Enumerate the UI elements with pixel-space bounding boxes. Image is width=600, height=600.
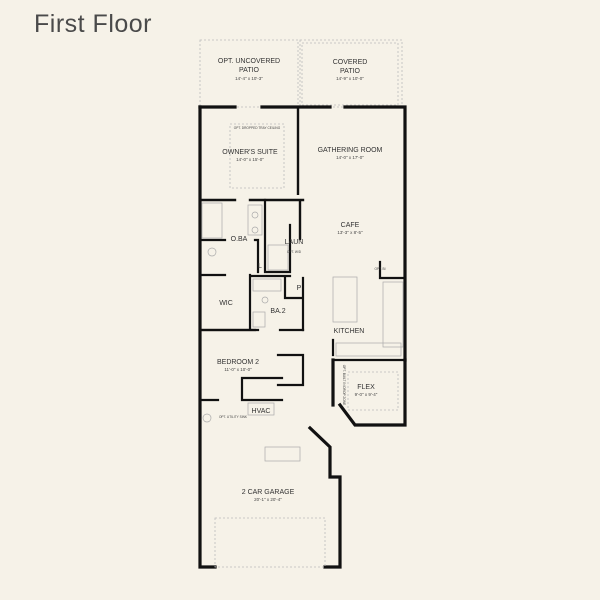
room-flex: FLEX 9'-0" x 9'-4" OPT. BUILT IN DROP ZO… — [342, 365, 378, 406]
room-linen: L — [258, 263, 262, 270]
svg-text:GATHERING ROOM: GATHERING ROOM — [318, 147, 383, 154]
svg-text:OPT. BUILT IN DROP ZONE: OPT. BUILT IN DROP ZONE — [342, 365, 346, 406]
note-wd: OPT. W/D — [287, 250, 302, 254]
room-laundry: LAUN — [285, 239, 304, 246]
interior-walls — [198, 107, 407, 402]
svg-text:2 CAR GARAGE: 2 CAR GARAGE — [242, 489, 295, 496]
svg-text:OPT. UNCOVERED: OPT. UNCOVERED — [218, 58, 280, 65]
svg-text:PATIO: PATIO — [239, 67, 260, 74]
svg-text:20'-1" x 20'-4": 20'-1" x 20'-4" — [254, 497, 282, 502]
svg-text:14'-9" x 10'-0": 14'-9" x 10'-0" — [336, 76, 364, 81]
room-gathering-room: GATHERING ROOM 14'-0" x 17'-0" — [318, 147, 383, 160]
room-uncovered-patio: OPT. UNCOVERED PATIO 14'-4" x 10'-3" — [218, 58, 280, 81]
note-bi: OPT. BI — [375, 267, 386, 271]
svg-text:OPT. DROPPED TRAY CEILING: OPT. DROPPED TRAY CEILING — [234, 126, 281, 130]
svg-text:COVERED: COVERED — [333, 59, 368, 66]
svg-text:OWNER'S SUITE: OWNER'S SUITE — [222, 149, 278, 156]
svg-text:FLEX: FLEX — [357, 384, 375, 391]
room-owners-bath: O.BA — [231, 236, 248, 243]
note-utility-sink: OPT. UTILITY SINK — [219, 415, 248, 419]
svg-text:14'-4" x 10'-3": 14'-4" x 10'-3" — [235, 76, 263, 81]
svg-text:11'-0" x 10'-0": 11'-0" x 10'-0" — [224, 367, 252, 372]
room-garage: 2 CAR GARAGE 20'-1" x 20'-4" — [242, 489, 295, 502]
room-bath-2: BA.2 — [270, 308, 285, 315]
svg-text:BEDROOM 2: BEDROOM 2 — [217, 359, 259, 366]
page-title: First Floor — [34, 10, 152, 38]
room-wic: WIC — [219, 300, 233, 307]
room-cafe: CAFE 13'-3" x 8'-5" — [337, 222, 363, 235]
svg-text:14'-0" x 17'-0": 14'-0" x 17'-0" — [336, 155, 364, 160]
room-kitchen: KITCHEN — [334, 328, 365, 335]
patio-outlines — [199, 39, 403, 108]
exterior-walls — [198, 105, 407, 569]
svg-text:PATIO: PATIO — [340, 68, 361, 75]
room-covered-patio: COVERED PATIO 14'-9" x 10'-0" — [333, 59, 368, 81]
svg-text:13'-3" x 8'-5": 13'-3" x 8'-5" — [337, 230, 363, 235]
room-pantry: P — [297, 285, 302, 292]
svg-text:CAFE: CAFE — [341, 222, 360, 229]
fixtures — [201, 123, 404, 568]
room-owners-suite: OPT. DROPPED TRAY CEILING OWNER'S SUITE … — [222, 126, 280, 162]
svg-text:9'-0" x 9'-4": 9'-0" x 9'-4" — [355, 392, 378, 397]
svg-text:14'-0" x 15'-0": 14'-0" x 15'-0" — [236, 157, 264, 162]
room-bedroom-2: BEDROOM 2 11'-0" x 10'-0" — [217, 359, 259, 372]
room-hvac: HVAC — [252, 408, 271, 415]
